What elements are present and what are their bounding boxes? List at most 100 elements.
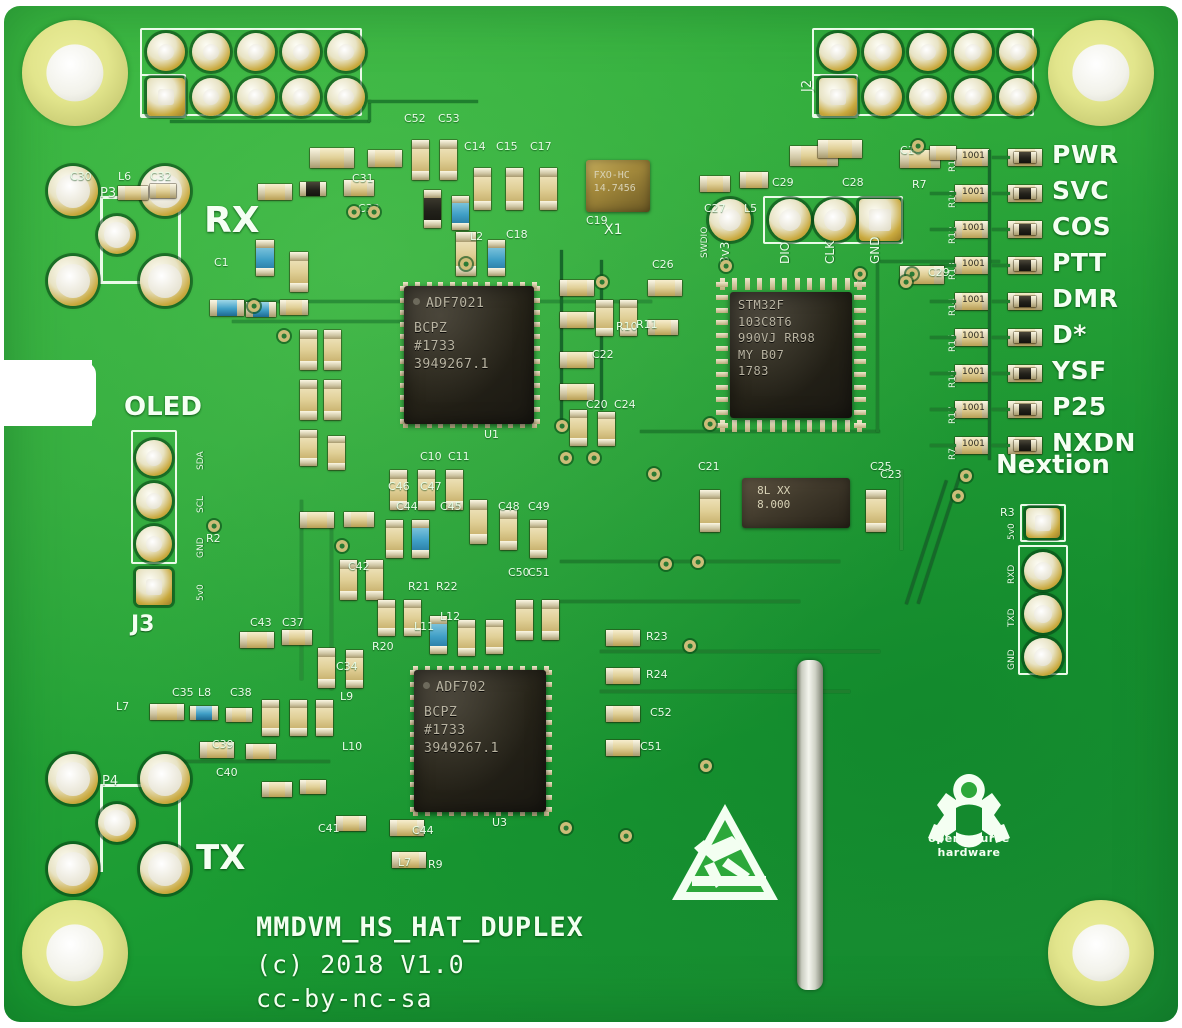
via bbox=[556, 420, 568, 432]
oled-pad-sda[interactable] bbox=[136, 440, 172, 476]
smd-component bbox=[390, 820, 424, 836]
header-pad[interactable] bbox=[327, 33, 365, 71]
tx-signal-pad[interactable] bbox=[98, 804, 136, 842]
resistor-value: 1001 bbox=[962, 367, 985, 377]
nextion-pad-5v0[interactable] bbox=[1026, 508, 1060, 538]
refdes-label: C44 bbox=[396, 500, 418, 513]
header-pad[interactable] bbox=[147, 33, 185, 71]
led-resistor bbox=[955, 149, 989, 166]
smd-component bbox=[392, 852, 426, 868]
header-pad[interactable] bbox=[237, 33, 275, 71]
smd-component bbox=[570, 410, 587, 447]
led-resistor bbox=[955, 257, 989, 274]
header-pad[interactable] bbox=[192, 33, 230, 71]
smd-component bbox=[310, 148, 354, 168]
smd-component bbox=[516, 600, 533, 640]
smd-component bbox=[930, 146, 956, 160]
rx-connector-pad[interactable] bbox=[140, 256, 190, 306]
led-resistor bbox=[955, 221, 989, 238]
led-body bbox=[1014, 188, 1037, 199]
tx-connector-pad[interactable] bbox=[140, 754, 190, 804]
via bbox=[208, 520, 220, 532]
mounting-hole-top-left bbox=[22, 20, 128, 126]
trace bbox=[170, 760, 330, 763]
smd-component bbox=[336, 816, 366, 831]
swd-pad-gnd[interactable] bbox=[859, 199, 901, 241]
ic-u1-line1: ADF7021 bbox=[426, 296, 485, 311]
oled-pad-5v0[interactable] bbox=[136, 569, 172, 605]
trace bbox=[330, 520, 333, 690]
mounting-hole-bottom-left bbox=[22, 900, 128, 1006]
trace bbox=[992, 336, 1010, 339]
refdes-label: C29 bbox=[772, 176, 794, 189]
ic-stm32f103: STM32F 103C8T6 990VJ RR98 MY B07 1783 bbox=[730, 292, 852, 418]
nextion-pad-txd[interactable] bbox=[1024, 595, 1062, 633]
via bbox=[854, 268, 866, 280]
smd-component bbox=[258, 184, 292, 200]
refdes-label: C53 bbox=[438, 112, 460, 125]
oled-pin-label-scl: SCL bbox=[196, 495, 206, 513]
nextion-pin-label-txd: TXD bbox=[1007, 608, 1017, 627]
oled-pad-gnd[interactable] bbox=[136, 526, 172, 562]
header-pad[interactable] bbox=[282, 33, 320, 71]
led-body bbox=[1014, 440, 1037, 451]
header-pad[interactable] bbox=[864, 33, 902, 71]
refdes-label: C52 bbox=[650, 706, 672, 719]
refdes-label: C51 bbox=[528, 566, 550, 579]
resistor-value: 1001 bbox=[962, 403, 985, 413]
header-pad[interactable] bbox=[237, 78, 275, 116]
header-pad[interactable] bbox=[999, 78, 1037, 116]
oled-pad-scl[interactable] bbox=[136, 483, 172, 519]
header-pad[interactable] bbox=[954, 78, 992, 116]
nextion-pin-label-gnd: GND bbox=[1007, 649, 1017, 670]
tx-connector-pad[interactable] bbox=[48, 754, 98, 804]
tx-connector-pad[interactable] bbox=[140, 844, 190, 894]
resistor-value: 1001 bbox=[962, 151, 985, 161]
led-body bbox=[1014, 296, 1037, 307]
smd-component bbox=[344, 180, 374, 196]
header-pad[interactable] bbox=[192, 78, 230, 116]
header-pad[interactable] bbox=[999, 33, 1037, 71]
header-pad[interactable] bbox=[909, 78, 947, 116]
header-pad[interactable] bbox=[819, 33, 857, 71]
rx-signal-pad[interactable] bbox=[98, 216, 136, 254]
smd-component bbox=[346, 650, 363, 688]
refdes-led-resistor: R7 bbox=[948, 448, 958, 460]
via bbox=[620, 830, 632, 842]
led-body bbox=[1014, 332, 1037, 343]
rx-connector-pad[interactable] bbox=[48, 256, 98, 306]
esd-icon bbox=[670, 800, 780, 904]
rx-connector-pad[interactable] bbox=[48, 166, 98, 216]
via bbox=[912, 140, 924, 152]
header-pad[interactable] bbox=[909, 33, 947, 71]
refdes-label: R22 bbox=[436, 580, 458, 593]
smd-component bbox=[280, 300, 309, 315]
swd-pin-label-gnd: GND bbox=[868, 236, 882, 264]
tx-connector-pad[interactable] bbox=[48, 844, 98, 894]
header-pad[interactable] bbox=[864, 78, 902, 116]
tx-label: TX bbox=[196, 838, 246, 878]
refdes-label: C11 bbox=[448, 450, 470, 463]
refdes-label: L7 bbox=[116, 700, 130, 713]
refdes-label: C23 bbox=[880, 468, 902, 481]
refdes-label: C49 bbox=[528, 500, 550, 513]
header-pad[interactable] bbox=[327, 78, 365, 116]
pcb-notch-round bbox=[0, 362, 96, 424]
smd-component bbox=[452, 196, 469, 230]
swd-pad-dio[interactable] bbox=[769, 199, 811, 241]
header-pad[interactable] bbox=[282, 78, 320, 116]
via bbox=[460, 258, 472, 270]
refdes-label: C44 bbox=[412, 824, 434, 837]
refdes-label: C22 bbox=[592, 348, 614, 361]
swd-pad-3v3[interactable] bbox=[709, 199, 751, 241]
header-pad[interactable] bbox=[954, 33, 992, 71]
header-pad-pin1[interactable] bbox=[819, 78, 857, 116]
smd-component bbox=[700, 176, 730, 192]
smd-component bbox=[740, 172, 769, 188]
nextion-pad-rxd[interactable] bbox=[1024, 552, 1062, 590]
swd-pad-clk[interactable] bbox=[814, 199, 856, 241]
trace bbox=[560, 250, 563, 430]
header-pad-pin1[interactable] bbox=[147, 78, 185, 116]
refdes-label: C40 bbox=[216, 766, 238, 779]
nextion-pad-gnd[interactable] bbox=[1024, 638, 1062, 676]
